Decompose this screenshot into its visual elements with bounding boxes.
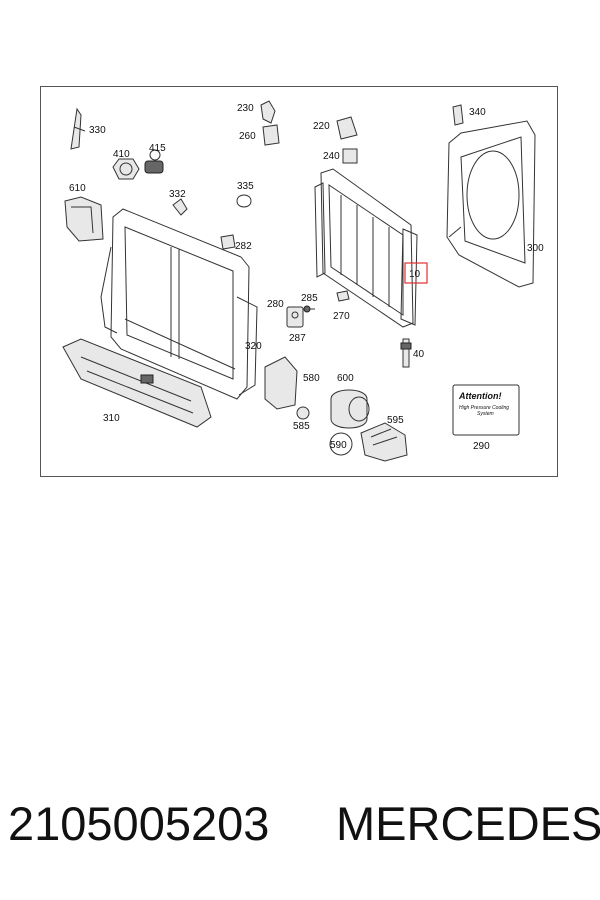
part-580-bracket [264, 356, 298, 410]
callout-332: 332 [169, 189, 186, 200]
callout-10-highlight [404, 262, 428, 284]
product-footer: 2105005203 MERCEDES [0, 796, 600, 866]
part-300-shroud [446, 120, 536, 288]
callout-300: 300 [527, 243, 544, 254]
callout-220: 220 [313, 121, 330, 132]
part-290-label [452, 384, 520, 436]
part-282-clip [220, 234, 236, 250]
part-590-ring [329, 432, 353, 456]
callout-285: 285 [301, 293, 318, 304]
part-285-screw [303, 305, 315, 313]
callout-330: 330 [89, 125, 106, 136]
part-335-clip [236, 194, 252, 208]
callout-290: 290 [473, 441, 490, 452]
part-600-hose [330, 389, 370, 429]
notice-line1: High Pressure Cooling [459, 405, 509, 411]
part-320-frame [100, 208, 258, 400]
part-220-bracket [336, 116, 358, 140]
part-415-connector [144, 149, 164, 174]
callout-585: 585 [293, 421, 310, 432]
callout-280: 280 [267, 299, 284, 310]
callout-580: 580 [303, 373, 320, 384]
callout-595: 595 [387, 415, 404, 426]
notice-line2: System [477, 411, 494, 417]
callout-340: 340 [469, 107, 486, 118]
callout-230: 230 [237, 103, 254, 114]
part-595-boot [360, 422, 408, 462]
callout-10: 10 [409, 269, 421, 280]
callout-282: 282 [235, 241, 252, 252]
part-240-block [342, 148, 358, 164]
part-330-bracket [70, 107, 86, 150]
part-number: 2105005203 [8, 797, 270, 850]
callout-287: 287 [289, 333, 306, 344]
callout-335: 335 [237, 181, 254, 192]
part-310-cover [62, 338, 212, 428]
callout-310: 310 [103, 413, 120, 424]
part-280-mount [286, 306, 304, 328]
part-585-plug [296, 406, 310, 420]
part-610-duct [64, 196, 104, 242]
part-270-nut [336, 290, 350, 302]
diagram-drawing: 330 410 415 610 332 230 260 335 282 220 … [62, 100, 544, 462]
part-260-bracket [262, 124, 280, 146]
callout-600: 600 [337, 373, 354, 384]
part-40-valve [400, 338, 412, 368]
part-410-sensor [112, 158, 140, 180]
callout-260: 260 [239, 131, 256, 142]
notice-title: Attention! [458, 391, 502, 401]
callout-415: 415 [149, 143, 166, 154]
callout-320: 320 [245, 341, 262, 352]
part-340-clip [452, 104, 464, 126]
callout-240: 240 [323, 151, 340, 162]
callout-40: 40 [413, 349, 425, 360]
part-10-radiator [314, 168, 418, 328]
callout-270: 270 [333, 311, 350, 322]
brand-name: MERCEDES [336, 797, 600, 850]
parts-diagram: 330 410 415 610 332 230 260 335 282 220 … [40, 86, 558, 477]
part-332-clip [172, 198, 188, 216]
callout-590: 590 [330, 440, 347, 451]
part-230-holder [260, 100, 276, 124]
callout-410: 410 [113, 149, 130, 160]
callout-610: 610 [69, 183, 86, 194]
